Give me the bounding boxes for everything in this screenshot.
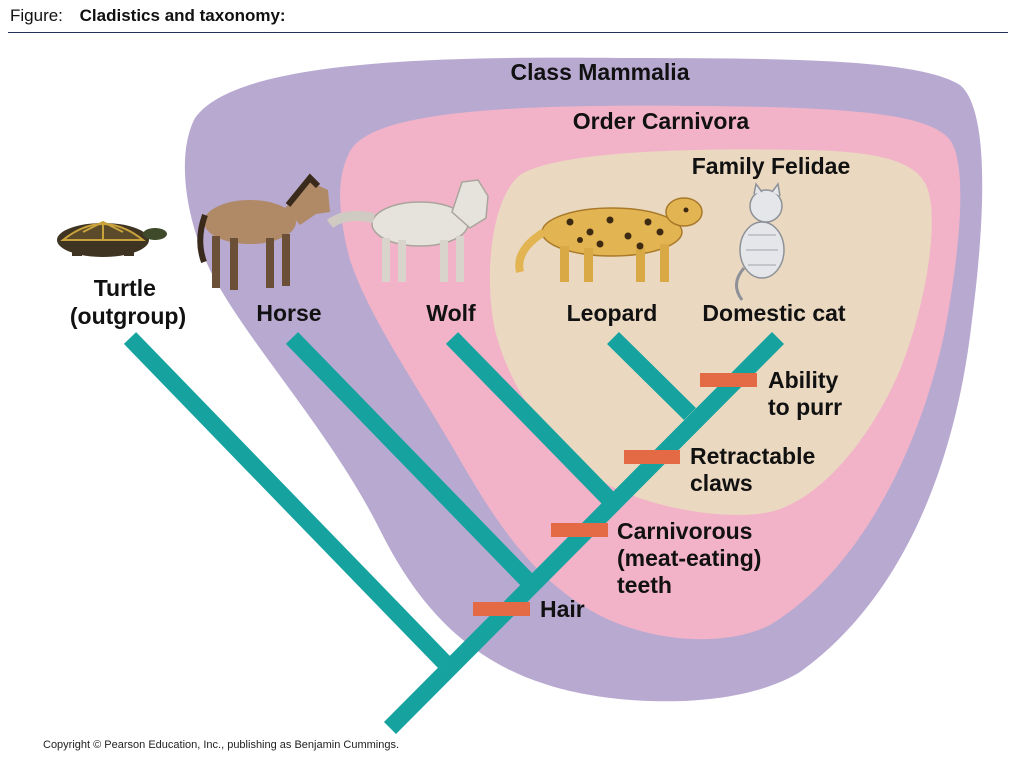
figure-header: Figure: Cladistics and taxonomy:	[10, 6, 286, 26]
taxon-label-leopard: Leopard	[567, 300, 658, 326]
copyright-notice: Copyright © Pearson Education, Inc., pub…	[43, 739, 400, 751]
taxon-label-turtle: Turtle (outgroup)	[70, 275, 186, 329]
character-label-retractable-claws: Retractable claws	[690, 443, 822, 496]
carnivorous-teeth-marker	[551, 523, 608, 537]
class-mammalia-label: Class Mammalia	[511, 59, 690, 85]
wolf-branch	[445, 332, 615, 504]
leopard-icon	[515, 197, 703, 282]
hair-marker	[473, 602, 530, 616]
character-label-hair: Hair	[540, 596, 585, 622]
retractable-claws-marker	[624, 450, 680, 464]
turtle-icon	[57, 220, 167, 257]
figure-title: Cladistics and taxonomy:	[79, 6, 286, 25]
turtle-branch	[123, 332, 451, 668]
leopard-branch	[607, 331, 696, 421]
taxon-label-wolf: Wolf	[426, 300, 476, 326]
cladogram-branches	[123, 331, 785, 734]
character-label-carnivorous-teeth: Carnivorous (meat-eating) teeth	[617, 518, 768, 598]
domestic-cat-icon	[735, 182, 785, 301]
character-label-ability-to-purr: Ability to purr	[768, 367, 845, 420]
order-carnivora-label: Order Carnivora	[573, 108, 750, 134]
wolf-icon	[326, 179, 489, 282]
horse-branch	[285, 332, 534, 586]
taxon-label-domestic-cat: Domestic cat	[702, 300, 846, 326]
taxon-label-horse: Horse	[256, 300, 321, 326]
figure-label: Figure:	[10, 6, 63, 25]
family-felidae-label: Family Felidae	[692, 153, 851, 179]
horse-icon	[197, 173, 330, 290]
header-divider	[8, 32, 1008, 33]
ability-to-purr-marker	[700, 373, 757, 387]
